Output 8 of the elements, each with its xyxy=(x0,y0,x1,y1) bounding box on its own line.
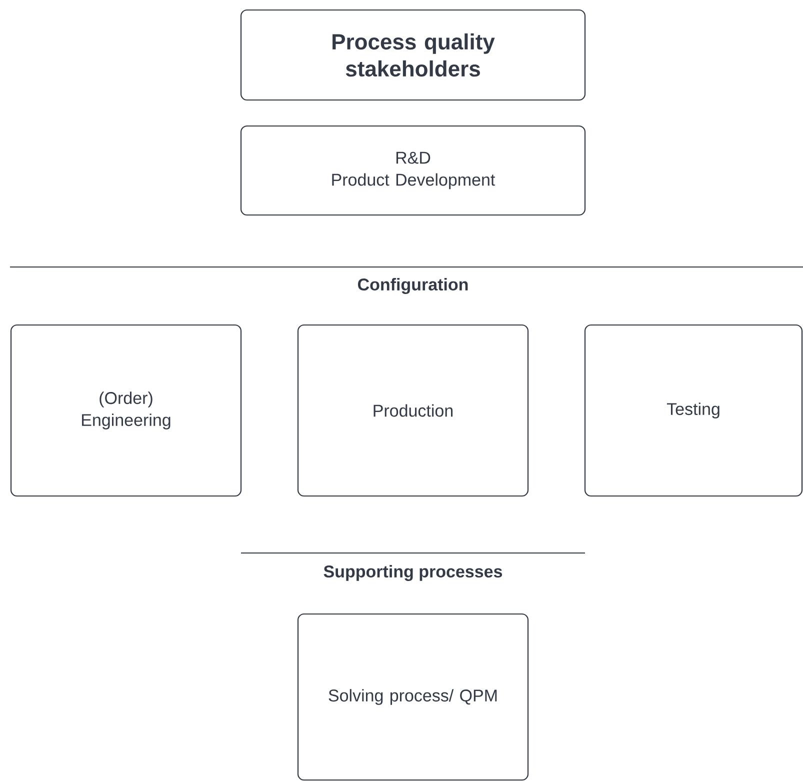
process-box: (Order) Engineering xyxy=(10,324,242,497)
process-box: Solving process/ QPM xyxy=(297,613,529,781)
process-box: Production xyxy=(297,324,529,497)
heading-box: Process quality stakeholders xyxy=(240,9,586,101)
process-box: R&D Product Development xyxy=(240,125,586,216)
process-box: Testing xyxy=(584,324,803,497)
section-heading: Supporting processes xyxy=(324,565,502,581)
section-heading: Configuration xyxy=(358,278,468,294)
